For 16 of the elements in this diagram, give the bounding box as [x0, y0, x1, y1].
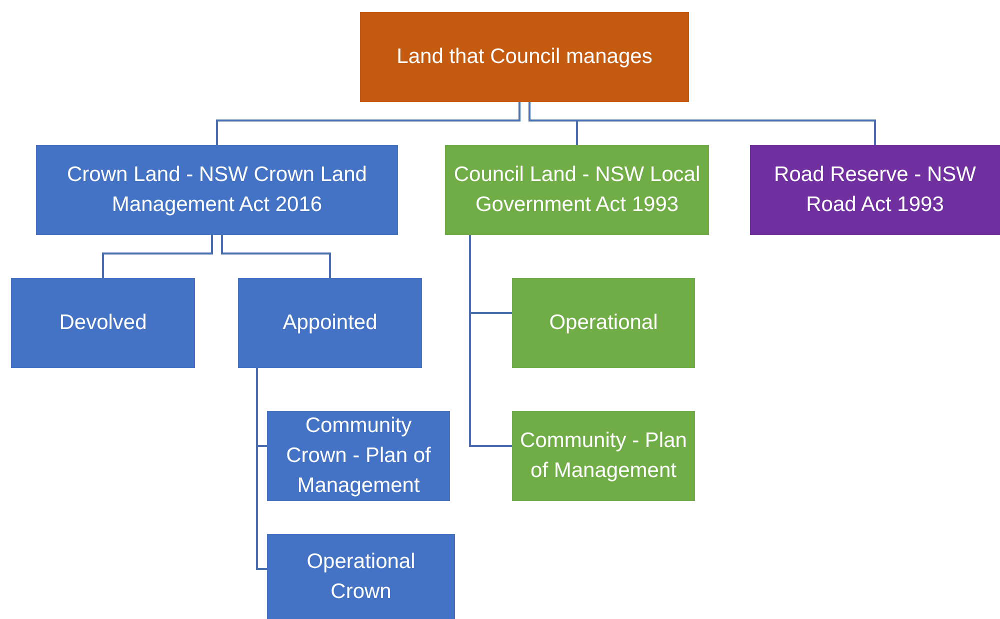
category-box: Operational Crown — [267, 534, 455, 619]
category-box: Community - Plan of Management — [512, 411, 695, 501]
category-box: Road Reserve - NSW Road Act 1993 — [750, 145, 1000, 235]
category-box: Land that Council manages — [360, 12, 689, 102]
connector-line — [216, 102, 520, 145]
connector-line — [102, 235, 213, 278]
category-box: Operational — [512, 278, 695, 368]
category-box: Crown Land - NSW Crown Land Management Act 2016 — [36, 145, 398, 235]
category-box: Devolved — [11, 278, 195, 368]
category-box: Appointed — [238, 278, 422, 368]
category-box: Council Land - NSW Local Government Act 1993 — [445, 145, 709, 235]
connector-line — [221, 235, 331, 278]
connector-line — [528, 102, 876, 145]
connector-line — [256, 368, 267, 570]
connector-line — [469, 235, 512, 447]
category-box: Community Crown - Plan of Management — [267, 411, 450, 501]
